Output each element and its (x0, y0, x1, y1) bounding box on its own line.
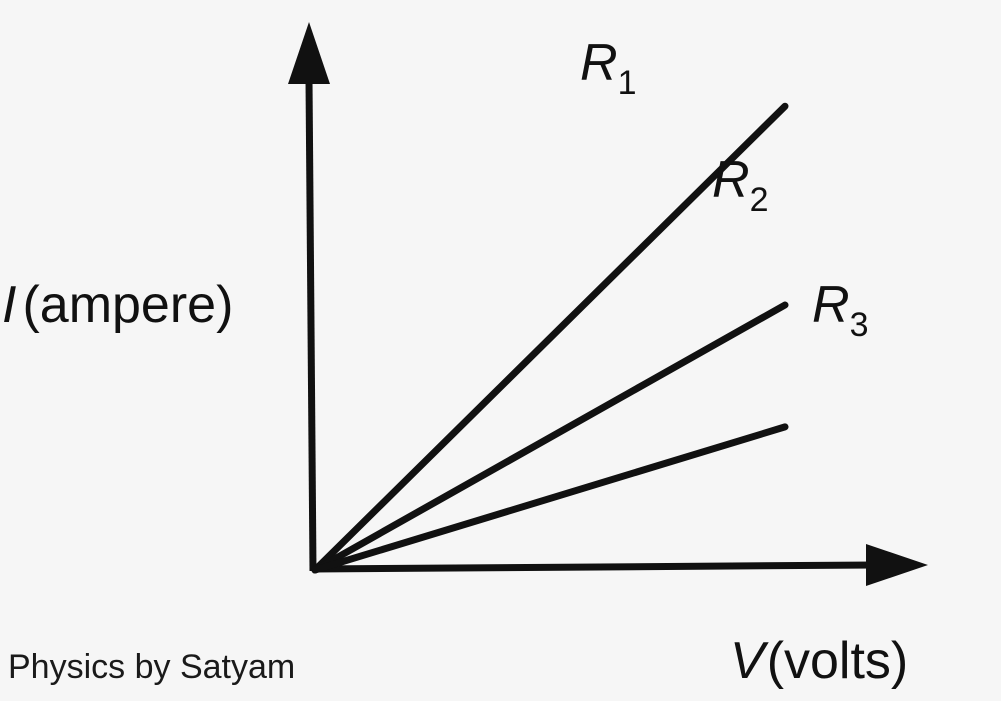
y-axis-label: I(ampere) (2, 276, 233, 334)
x-axis (312, 561, 876, 573)
x-axis-label: V(volts) (730, 632, 908, 690)
y-axis-arrowhead (288, 22, 330, 84)
series-lines (311, 102, 789, 574)
series-line-r1 (311, 102, 789, 574)
series-label-r1: R1 (580, 34, 636, 102)
x-axis-arrowhead (866, 544, 928, 586)
credit-text: Physics by Satyam (8, 648, 296, 686)
series-line-r3 (311, 423, 789, 574)
series-line-r2 (311, 301, 789, 574)
y-axis (305, 79, 317, 572)
series-label-r3: R3 (812, 276, 868, 344)
series-label-r2: R2 (712, 151, 768, 219)
